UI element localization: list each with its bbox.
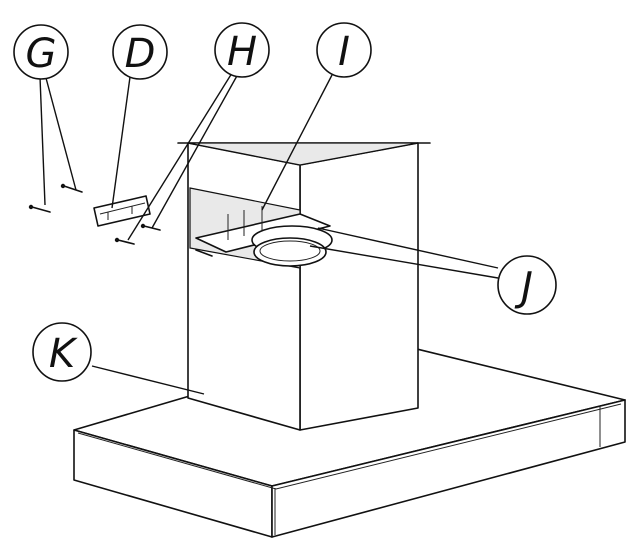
chimney-right-face — [299, 142, 419, 431]
leader-D — [111, 76, 131, 209]
callout-J-circle — [497, 255, 557, 315]
callout-D-label: D — [125, 31, 156, 77]
screw-G1-head — [28, 204, 34, 210]
callout-G: G — [13, 24, 69, 80]
canopy-right-face — [271, 399, 626, 538]
bracket-D — [93, 195, 151, 227]
screw-H1 — [117, 239, 135, 245]
leader-H2 — [151, 73, 239, 229]
leader-J2 — [309, 245, 499, 279]
callout-H: H — [214, 22, 270, 78]
leader-G1 — [39, 76, 46, 206]
duct-opening — [189, 187, 333, 269]
callout-H-label: H — [227, 29, 257, 75]
chimney-top-opening — [187, 142, 419, 166]
screw-G1 — [31, 206, 51, 213]
bracket-D-plate — [93, 195, 151, 227]
callout-K: K — [32, 322, 92, 382]
callout-K-label: K — [49, 331, 78, 377]
duct-collar-inner — [259, 240, 321, 262]
callout-G-circle — [13, 24, 69, 80]
bracket-D-detail — [99, 202, 146, 220]
leader-J1 — [317, 227, 499, 269]
callout-J: J — [497, 255, 557, 315]
callout-G-label: G — [26, 31, 57, 77]
bracket-slots — [227, 206, 263, 240]
screw-G2 — [63, 185, 83, 193]
screw-H2-head — [140, 223, 146, 229]
callout-K-circle — [32, 322, 92, 382]
bracket-edge — [195, 249, 213, 257]
canopy-trim-line — [77, 403, 622, 490]
callout-D: D — [112, 24, 168, 80]
chimney-left-face — [187, 142, 301, 431]
callout-H-circle — [214, 22, 270, 78]
callout-I-circle — [316, 22, 372, 78]
screw-G2-head — [60, 183, 66, 189]
leader-I — [261, 74, 333, 211]
leader-H1 — [127, 72, 233, 241]
duct-collar-ring — [253, 237, 327, 267]
callout-I: I — [316, 22, 372, 78]
leader-lines — [39, 72, 499, 395]
screw-H1-head — [114, 237, 120, 243]
callout-I-label: I — [338, 29, 350, 75]
callout-D-circle — [112, 24, 168, 80]
chimney-column — [177, 142, 431, 431]
screws-G — [28, 183, 83, 213]
leader-G2 — [45, 77, 77, 191]
leader-K — [91, 365, 205, 395]
